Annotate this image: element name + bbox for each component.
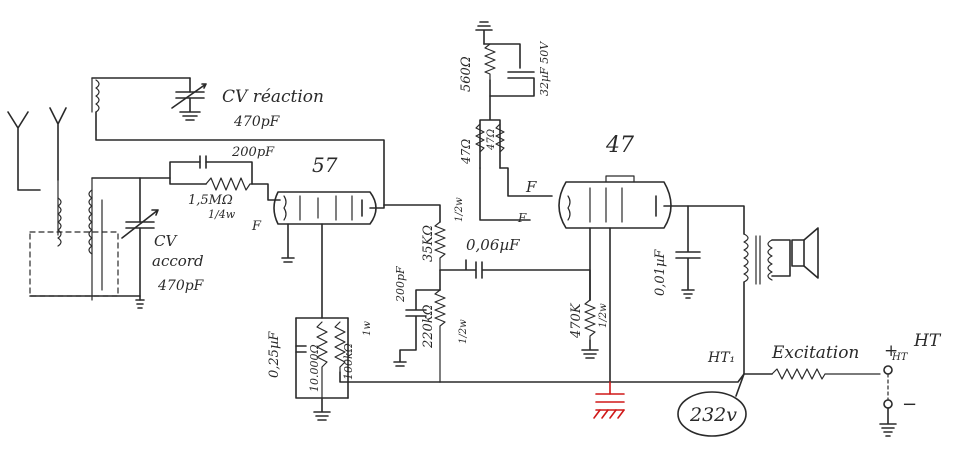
cv-reaction-capacitor [171,77,207,121]
ht-small-label: HT [891,352,909,363]
cap-006-label: 0,06µF [466,236,520,254]
rail-to-ground [735,373,745,397]
cap-025-label: 0,25µF [267,331,282,378]
tube-57 [273,191,385,319]
cap-200pf-mid-label: 200pF [394,266,407,303]
res-560-label: 560Ω [459,56,474,92]
antenna-coil-primary [57,179,62,247]
res-47-a-label: 47Ω [459,139,473,165]
grid-leak-47 [581,299,599,359]
cap-32uf-label: 32µF 50V [538,41,551,96]
excitation-resistor [771,368,881,380]
cv-accord-label-2: accord [152,252,204,270]
filament-47-side-label: F [517,211,527,225]
filament-47-top-label: F [525,178,537,196]
cv-accord-capacitor [91,177,159,309]
plus-label: + [884,341,898,361]
ht-label: HT [913,331,942,351]
plate-load-57 [383,204,591,301]
filament-57-label: F [251,219,262,234]
res-100k-label: 100kΩ [342,343,355,380]
res-47-b-label: 47Ω [486,129,497,151]
minus-label: − [902,394,917,415]
chassis-ground-red-icon [593,381,625,419]
ht-terminals [879,365,897,437]
ht-rail [439,373,745,383]
res-1-5meg-power: 1/4w [208,208,236,221]
output-transformer [743,233,773,375]
res-10000-label: 10.000Ω [308,344,321,392]
res-220k-power: 1/2w [458,319,469,344]
cv-reaction-label: CV réaction [222,87,324,107]
antenna-symbol [7,107,67,191]
res-470k-label: 470K [569,302,584,339]
speaker-icon [771,227,819,279]
tuning-coil [88,177,103,301]
res-1-5meg-label: 1,5MΩ [188,193,233,208]
voltage-annotation [677,391,747,437]
tube-57-label: 57 [312,153,338,177]
res-470k-power: 1/2w [598,303,609,328]
res-100k-power: 1w [362,321,373,336]
cathode-network-57 [295,317,441,421]
ht1-label: HT₁ [707,350,735,366]
cap-001-label: 0,01µF [653,249,668,296]
res-220k-label: 220kΩ [421,304,436,349]
tube-47 [558,175,745,383]
res-35k-label: 35KΩ [421,225,436,262]
cv-accord-value: 470pF [157,278,205,294]
cap-200pf-top-label: 200pF [231,145,275,160]
cv-reaction-value: 470pF [233,114,281,130]
plate-capacitor-47 [675,205,701,299]
tube-47-label: 47 [605,133,634,158]
filament-supply-47 [475,21,553,221]
reaction-coil [91,77,385,206]
excitation-label: Excitation [771,343,859,363]
res-35k-power: 1/2w [454,197,465,222]
cv-accord-label-1: CV [154,232,178,250]
coil-former [29,231,119,297]
decoupling-network [393,269,446,383]
voltage-label: 232v [689,404,737,426]
grid-leak-network [139,155,281,201]
